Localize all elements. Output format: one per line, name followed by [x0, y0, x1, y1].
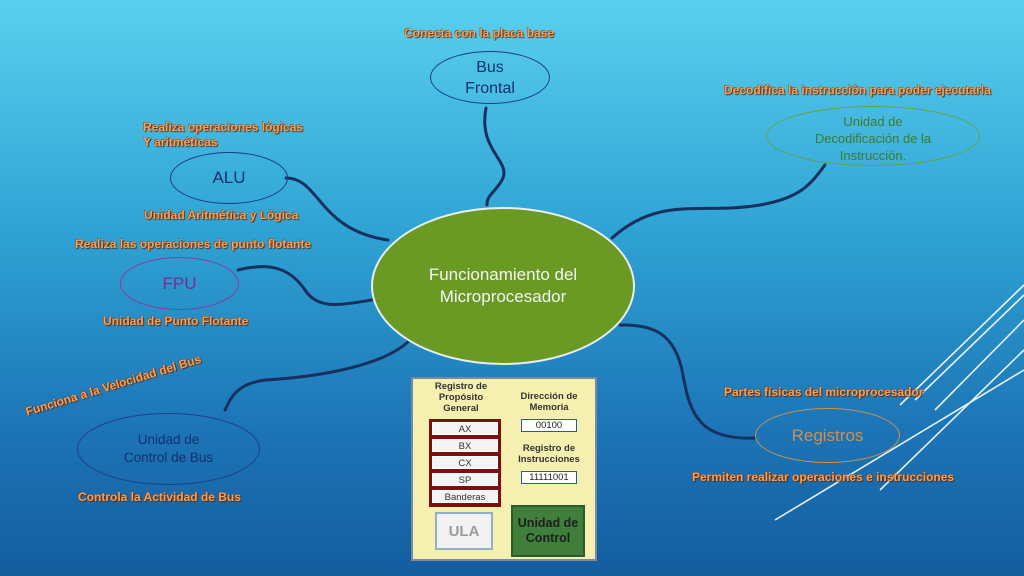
connector-registros — [618, 323, 757, 440]
connector-control-bus — [223, 338, 412, 412]
control-bus-label: Unidad de Control de Bus — [123, 432, 214, 465]
connector-alu — [284, 176, 390, 242]
alu-label: ALU — [212, 168, 246, 187]
alu-node[interactable]: ALU — [170, 152, 288, 204]
connector-fpu — [236, 265, 374, 306]
ula-label: ULA — [448, 522, 480, 540]
unidad-control-box: Unidad de Control — [511, 505, 585, 557]
bus-frontal-label: Bus Frontal — [465, 58, 515, 97]
fpu-label: FPU — [162, 273, 197, 293]
fpu-name: Unidad de Punto Flotante — [103, 314, 249, 328]
register-item: Banderas — [432, 490, 498, 503]
register-item: BX — [432, 439, 498, 452]
register-stack: AX BX CX SP Banderas — [429, 419, 501, 507]
bus-frontal-node[interactable]: Bus Frontal — [430, 51, 550, 104]
alu-name: Unidad Aritmética y Lógica — [144, 208, 299, 222]
registros-desc: Partes físicas del microprocesador — [724, 385, 924, 399]
fpu-desc: Realiza las operaciones de punto flotant… — [75, 237, 312, 251]
alu-desc-line2: Y aritméticas — [143, 135, 218, 149]
center-node-label: Funcionamiento del Microprocesador — [428, 265, 578, 306]
connector-bus-frontal — [483, 106, 506, 207]
control-bus-node[interactable]: Unidad de Control de Bus — [77, 413, 260, 485]
cpu-registers-figure: Registro de Propósito General AX BX CX S… — [411, 377, 597, 561]
control-bus-desc2: Controla la Actividad de Bus — [78, 490, 241, 504]
decodificacion-label: Unidad de Decodificación de la Instrucci… — [814, 113, 932, 163]
direccion-title: Dirección de Memoria — [520, 391, 578, 413]
direccion-value: 00100 — [521, 419, 577, 432]
ula-box: ULA — [435, 512, 493, 550]
decodificacion-desc: Decodifica la instrucción para poder eje… — [724, 83, 991, 97]
register-item: CX — [432, 456, 498, 469]
registros-desc2: Permiten realizar operaciones e instrucc… — [692, 470, 955, 484]
register-item: AX — [432, 422, 498, 435]
unidad-control-label: Unidad de Control — [517, 516, 579, 545]
center-node[interactable]: Funcionamiento del Microprocesador — [371, 207, 635, 365]
alu-desc-line1: Realiza operaciones lógicas — [143, 120, 304, 134]
registros-label: Registros — [791, 425, 864, 445]
connector-decodificacion — [610, 163, 827, 240]
decodificacion-node[interactable]: Unidad de Decodificación de la Instrucci… — [766, 106, 980, 166]
register-item: SP — [432, 473, 498, 486]
registros-node[interactable]: Registros — [755, 408, 900, 463]
instrucciones-value: 11111001 — [521, 471, 577, 484]
registro-title: Registro de Propósito General — [434, 381, 488, 414]
instrucciones-title: Registro de Instrucciones — [518, 443, 580, 465]
bus-frontal-desc: Conecta con la placa base — [404, 26, 555, 40]
fpu-node[interactable]: FPU — [120, 257, 239, 310]
